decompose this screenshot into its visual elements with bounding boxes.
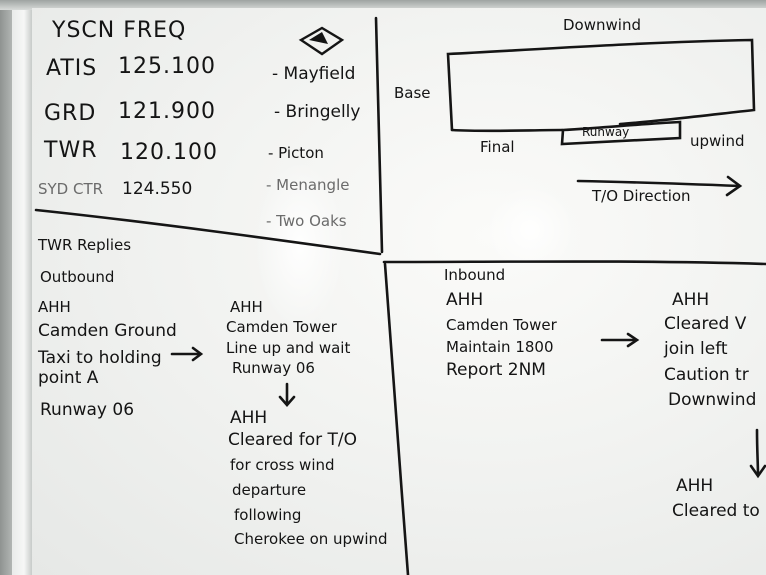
freq-label: SYD CTR	[38, 182, 103, 197]
inbound-reply-line: Caution tr	[664, 367, 749, 384]
waypoint: - Two Oaks	[266, 214, 347, 229]
outbound-header: Outbound	[40, 270, 114, 285]
waypoint: - Bringelly	[274, 104, 360, 121]
clearance-line: following	[234, 508, 301, 523]
divider-horizontal-right	[384, 262, 766, 265]
inbound-call-line: Maintain 1800	[446, 340, 554, 355]
circuit-upwind-label: upwind	[690, 134, 745, 149]
ground-call-line: Taxi to holding	[38, 350, 162, 367]
freq-title: YSCN FREQ	[52, 20, 186, 42]
ground-call-line: point A	[38, 370, 98, 387]
freq-label: TWR	[44, 140, 97, 162]
inbound-reply-line: Downwind	[668, 392, 756, 409]
waypoint: - Menangle	[266, 178, 349, 193]
circuit-pattern	[448, 40, 754, 130]
circuit-final-label: Final	[480, 140, 515, 155]
takeoff-arrow	[578, 181, 740, 186]
clearance-line: AHH	[230, 410, 267, 427]
tower-call-line: Runway 06	[232, 361, 315, 376]
inbound-call-line: AHH	[446, 292, 483, 309]
tower-replies-header: TWR Replies	[38, 238, 131, 253]
tower-call-line: Line up and wait	[226, 341, 350, 356]
divider-vertical-bottom	[385, 264, 408, 575]
freq-label: GRD	[44, 103, 96, 125]
waypoint: - Picton	[268, 146, 324, 161]
waypoint: - Mayfield	[272, 66, 355, 83]
inbound-call-line: Report 2NM	[446, 362, 546, 379]
divider-vertical-top	[376, 18, 382, 252]
tower-call-line: Camden Tower	[226, 320, 337, 335]
clearance-line: Cleared for T/O	[228, 432, 357, 449]
takeoff-direction-label: T/O Direction	[592, 189, 691, 204]
arrow-reply-down	[757, 430, 758, 475]
freq-value: 124.550	[122, 181, 192, 198]
freq-label: ATIS	[46, 58, 97, 80]
clearance-line: departure	[232, 483, 306, 498]
circuit-base-label: Base	[394, 86, 431, 101]
runway-label: Runway	[582, 126, 629, 138]
clearance-line: for cross wind	[230, 458, 335, 473]
final-reply-line: Cleared to	[672, 503, 760, 520]
circuit-downwind-label: Downwind	[563, 18, 641, 33]
final-reply-line: AHH	[676, 478, 713, 495]
tower-call-line: AHH	[230, 300, 263, 315]
clearance-line: Cherokee on upwind	[234, 532, 388, 547]
freq-value: 121.900	[118, 101, 216, 123]
inbound-reply-line: join left	[664, 341, 728, 358]
ground-call-line: AHH	[38, 300, 71, 315]
freq-value: 125.100	[118, 56, 216, 78]
inbound-reply-line: Cleared V	[664, 316, 746, 333]
inbound-call-line: Camden Tower	[446, 318, 557, 333]
freq-value: 120.100	[120, 142, 218, 164]
ground-call-line: Camden Ground	[38, 323, 177, 340]
ground-call-line: Runway 06	[40, 402, 134, 419]
inbound-reply-line: AHH	[672, 292, 709, 309]
eye-symbol-icon	[301, 28, 342, 54]
inbound-header: Inbound	[444, 268, 505, 283]
circuit-base-leg	[452, 130, 562, 131]
